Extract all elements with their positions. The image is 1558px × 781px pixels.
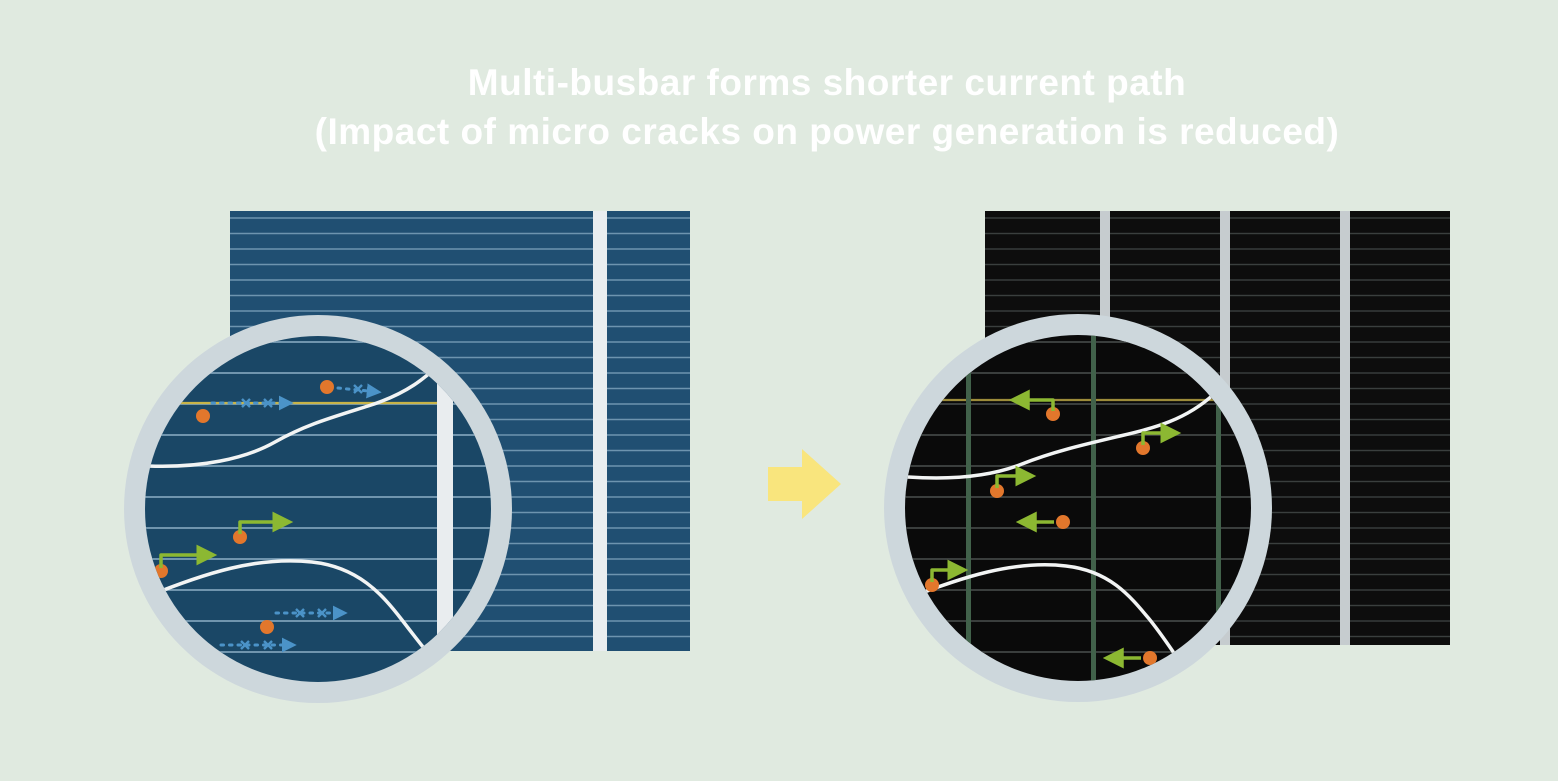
micro-crack-upper-left (146, 343, 457, 469)
current-flow-arrow (1008, 389, 1055, 411)
current-flow-arrow (238, 511, 294, 534)
short-path-group-6 (1102, 647, 1157, 669)
left-zoom-content (145, 336, 491, 682)
left-panel (124, 211, 690, 703)
blocked-x-mark (317, 608, 327, 618)
blocked-path-group-3 (260, 605, 348, 634)
short-path-group-4 (1015, 511, 1070, 533)
electron-dot (233, 530, 247, 544)
title-line-2: (Impact of micro cracks on power generat… (314, 111, 1340, 152)
electron-dot (1136, 441, 1150, 455)
electron-dot (320, 380, 334, 394)
current-flow-arrow (995, 465, 1037, 488)
right-zoom-content (905, 335, 1251, 681)
electron-dot (925, 578, 939, 592)
electron-dot (990, 484, 1004, 498)
electron-dot (1046, 407, 1060, 421)
right-cell-busbar (1340, 211, 1350, 645)
right-zoom-busbar (966, 335, 971, 681)
blocked-path-group-2 (320, 380, 382, 399)
micro-crack-upper-right (906, 392, 1216, 480)
blocked-x-mark (241, 398, 251, 408)
blocked-x-mark (263, 398, 273, 408)
micro-crack-lower-left (145, 559, 438, 665)
right-panel (884, 211, 1450, 702)
right-zoom-finger-lines (905, 335, 1251, 681)
micro-crack-lower-right (905, 563, 1182, 664)
short-path-group-3 (990, 465, 1037, 498)
electron-dot (196, 409, 210, 423)
left-cell-busbar (593, 211, 607, 651)
right-magnifier (884, 314, 1272, 702)
blocked-x-mark (240, 640, 250, 650)
current-path-group-1 (233, 511, 294, 544)
blocked-x-mark (263, 640, 273, 650)
blocked-path-group-1 (196, 395, 294, 423)
transition-arrow-icon (768, 449, 841, 519)
short-path-group-2 (1136, 422, 1182, 455)
left-zoom-finger-lines (145, 336, 491, 682)
current-flow-arrow (1141, 422, 1182, 445)
current-flow-arrow (930, 559, 969, 582)
short-path-group-5 (925, 559, 969, 592)
electron-dot (1056, 515, 1070, 529)
current-flow-arrow (159, 544, 218, 568)
title-line-1: Multi-busbar forms shorter current path (467, 62, 1187, 103)
electron-dot (1143, 651, 1157, 665)
left-zoom-busbar (437, 336, 453, 682)
right-zoom-busbar (1216, 335, 1221, 681)
blocked-x-mark (295, 608, 305, 618)
diagram-title: Multi-busbar forms shorter current path … (0, 58, 1558, 156)
left-magnifier (124, 315, 512, 703)
short-path-group-1 (1008, 389, 1060, 421)
electron-dot (260, 620, 274, 634)
right-zoom-busbar (1091, 335, 1096, 681)
blocked-x-mark (353, 384, 363, 394)
